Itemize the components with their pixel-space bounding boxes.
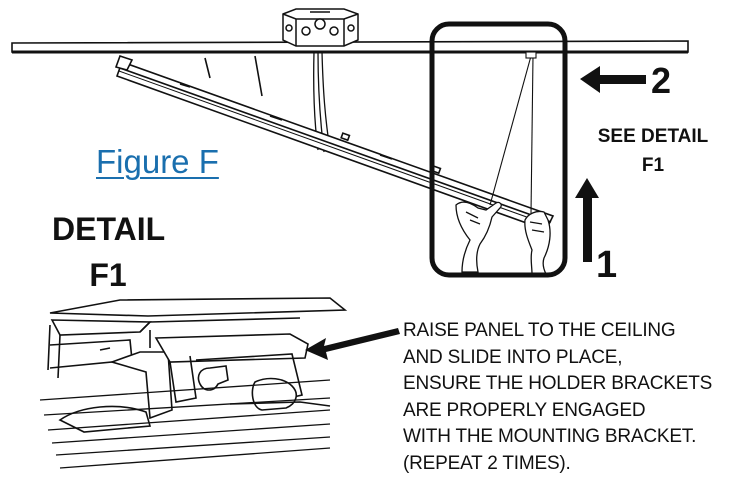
detail-pointer-arrow: [305, 328, 400, 360]
figure-title: Figure F: [96, 143, 219, 180]
hands-illustration: [455, 201, 551, 275]
detail-heading-line: DETAIL: [52, 211, 166, 247]
arrow-step-2: [580, 66, 646, 93]
detail-highlight-frame: [429, 21, 568, 278]
arrow-step-1: [575, 178, 599, 262]
instruction-line: WITH THE MOUNTING BRACKET.: [403, 426, 697, 447]
detail-heading-line: F1: [89, 257, 127, 293]
callout-line: SEE DETAIL: [597, 126, 709, 147]
ceiling-board: [11, 40, 689, 54]
callout-line: F1: [641, 155, 665, 176]
step-label-2: 2: [651, 60, 672, 101]
tilted-panel: [114, 54, 555, 231]
instruction-line: RAISE PANEL TO THE CEILING: [403, 320, 676, 341]
junction-box: [282, 8, 359, 47]
detail-heading: DETAIL F1: [52, 206, 166, 298]
support-cables: [489, 51, 537, 215]
see-detail-callout: SEE DETAIL F1: [594, 122, 712, 180]
instruction-line: ARE PROPERLY ENGAGED: [403, 399, 646, 421]
instruction-line: ENSURE THE HOLDER BRACKETS: [403, 373, 713, 394]
instruction-text: RAISE PANEL TO THE CEILING AND SLIDE INT…: [403, 318, 712, 477]
instruction-line: AND SLIDE INTO PLACE,: [403, 346, 623, 368]
instruction-line: (REPEAT 2 TIMES).: [403, 452, 571, 474]
detail-f1-illustration: [39, 297, 348, 469]
step-label-1: 1: [596, 244, 618, 286]
